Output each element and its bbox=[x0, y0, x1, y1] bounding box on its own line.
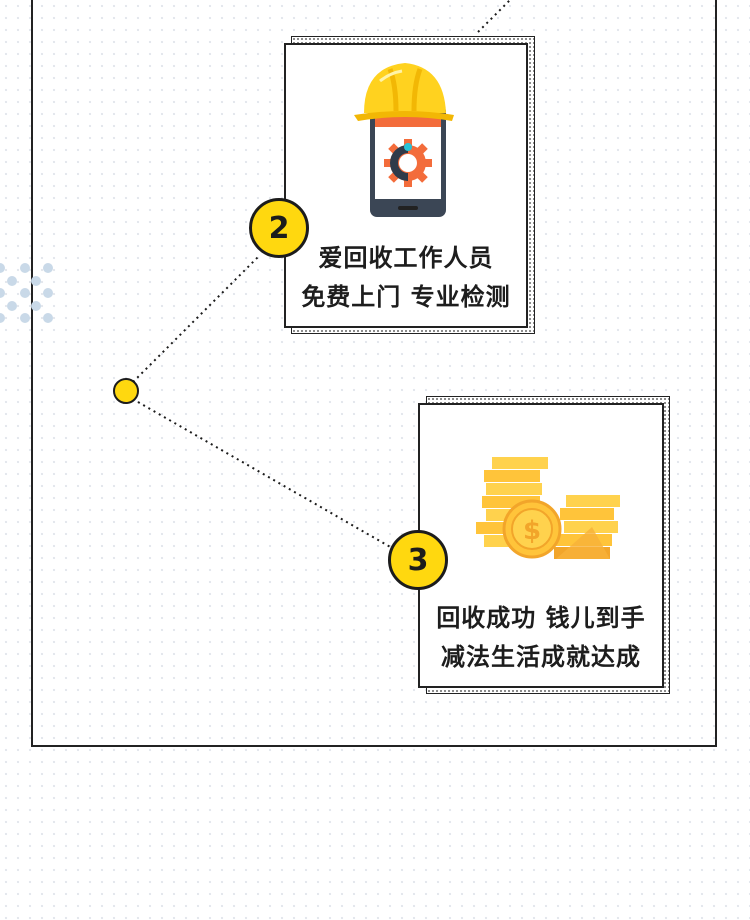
outline-frame bbox=[31, 0, 717, 747]
step-3-badge: 3 bbox=[388, 530, 448, 590]
branch-node bbox=[113, 378, 139, 404]
svg-text:$: $ bbox=[523, 516, 541, 546]
step-2-badge: 2 bbox=[249, 198, 309, 258]
step-3-illustration: $ bbox=[476, 457, 620, 559]
step-2-title: 爱回收工作人员 bbox=[318, 244, 494, 272]
decorative-dots-cluster bbox=[0, 263, 53, 323]
step-2-subtitle: 免费上门 专业检测 bbox=[301, 283, 511, 311]
step-3-subtitle: 减法生活成就达成 bbox=[441, 643, 641, 671]
step-2-illustration bbox=[354, 63, 454, 217]
step-2-card: 爱回收工作人员 免费上门 专业检测 bbox=[284, 43, 528, 328]
step-3-card: $ 回收成功 钱儿到手 减法生活成就达成 bbox=[418, 403, 664, 688]
step-3-title: 回收成功 钱儿到手 bbox=[436, 604, 646, 632]
